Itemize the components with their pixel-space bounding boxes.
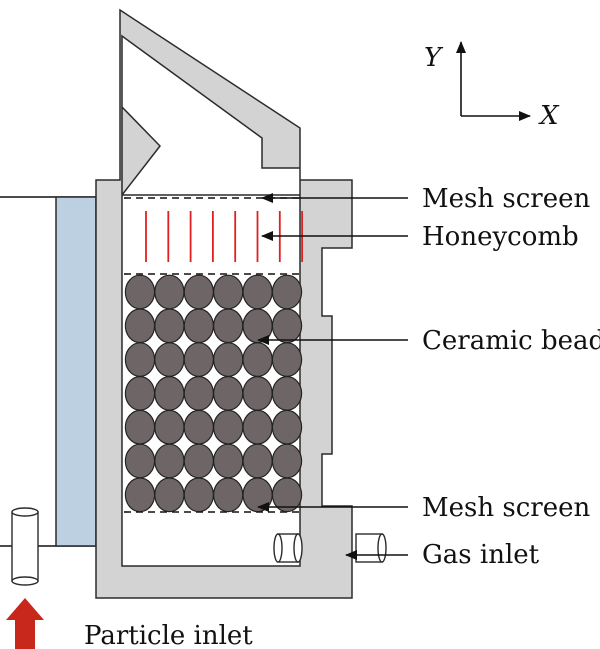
label-mesh-screen-bottom: Mesh screen xyxy=(422,493,590,523)
x-axis-label: X xyxy=(538,101,560,131)
gas-inlet-pipe-inner xyxy=(273,533,303,563)
ceramic-bead xyxy=(154,443,185,479)
ceramic-bead xyxy=(183,274,214,310)
ceramic-bead xyxy=(212,308,244,344)
ceramic-bead xyxy=(271,443,303,479)
ceramic-bead xyxy=(154,477,185,513)
label-mesh-screen-top: Mesh screen xyxy=(422,184,590,214)
ceramic-bead xyxy=(154,409,185,445)
ceramic-beads xyxy=(124,274,303,513)
particle-inlet-arrow xyxy=(6,598,44,649)
ceramic-bead xyxy=(154,308,185,344)
ceramic-bead xyxy=(212,443,244,479)
ceramic-bead xyxy=(183,308,214,344)
ceramic-bead xyxy=(124,443,156,479)
label-particle-inlet: Particle inlet xyxy=(84,621,253,649)
ceramic-bead xyxy=(124,376,156,411)
ceramic-bead xyxy=(242,308,273,344)
ceramic-bead xyxy=(271,342,303,378)
y-axis-label: Y xyxy=(424,43,444,73)
particle-inlet-pipe xyxy=(11,507,39,586)
ceramic-bead xyxy=(212,342,244,378)
ceramic-bead xyxy=(212,409,244,445)
ceramic-bead xyxy=(124,477,156,513)
ceramic-bead xyxy=(183,409,214,445)
label-gas-inlet: Gas inlet xyxy=(422,540,540,570)
ceramic-bead xyxy=(242,342,273,378)
label-ceramic-beads: Ceramic beads xyxy=(422,326,600,356)
gas-inlet-pipe-outer xyxy=(355,533,387,563)
vessel-wall xyxy=(95,8,353,599)
ceramic-bead xyxy=(183,342,214,378)
ceramic-bead xyxy=(271,477,303,513)
ceramic-bead xyxy=(154,376,185,411)
ceramic-bead xyxy=(242,443,273,479)
ceramic-bead xyxy=(183,443,214,479)
ceramic-bead xyxy=(212,477,244,513)
ceramic-bead xyxy=(124,274,156,310)
ceramic-bead xyxy=(154,342,185,378)
ceramic-bead xyxy=(271,274,303,310)
ceramic-bead xyxy=(271,376,303,411)
ceramic-bead xyxy=(183,376,214,411)
ceramic-bead xyxy=(212,376,244,411)
ceramic-bead xyxy=(242,274,273,310)
ceramic-bead xyxy=(242,409,273,445)
ceramic-bead xyxy=(242,376,273,411)
ceramic-bead xyxy=(124,308,156,344)
ceramic-bead xyxy=(124,342,156,378)
side-panel xyxy=(55,196,97,547)
label-honeycomb: Honeycomb xyxy=(422,222,579,252)
ceramic-bead xyxy=(271,308,303,344)
ceramic-bead xyxy=(212,274,244,310)
ceramic-bead xyxy=(154,274,185,310)
ceramic-bead xyxy=(183,477,214,513)
ceramic-bead xyxy=(124,409,156,445)
ceramic-bead xyxy=(271,409,303,445)
